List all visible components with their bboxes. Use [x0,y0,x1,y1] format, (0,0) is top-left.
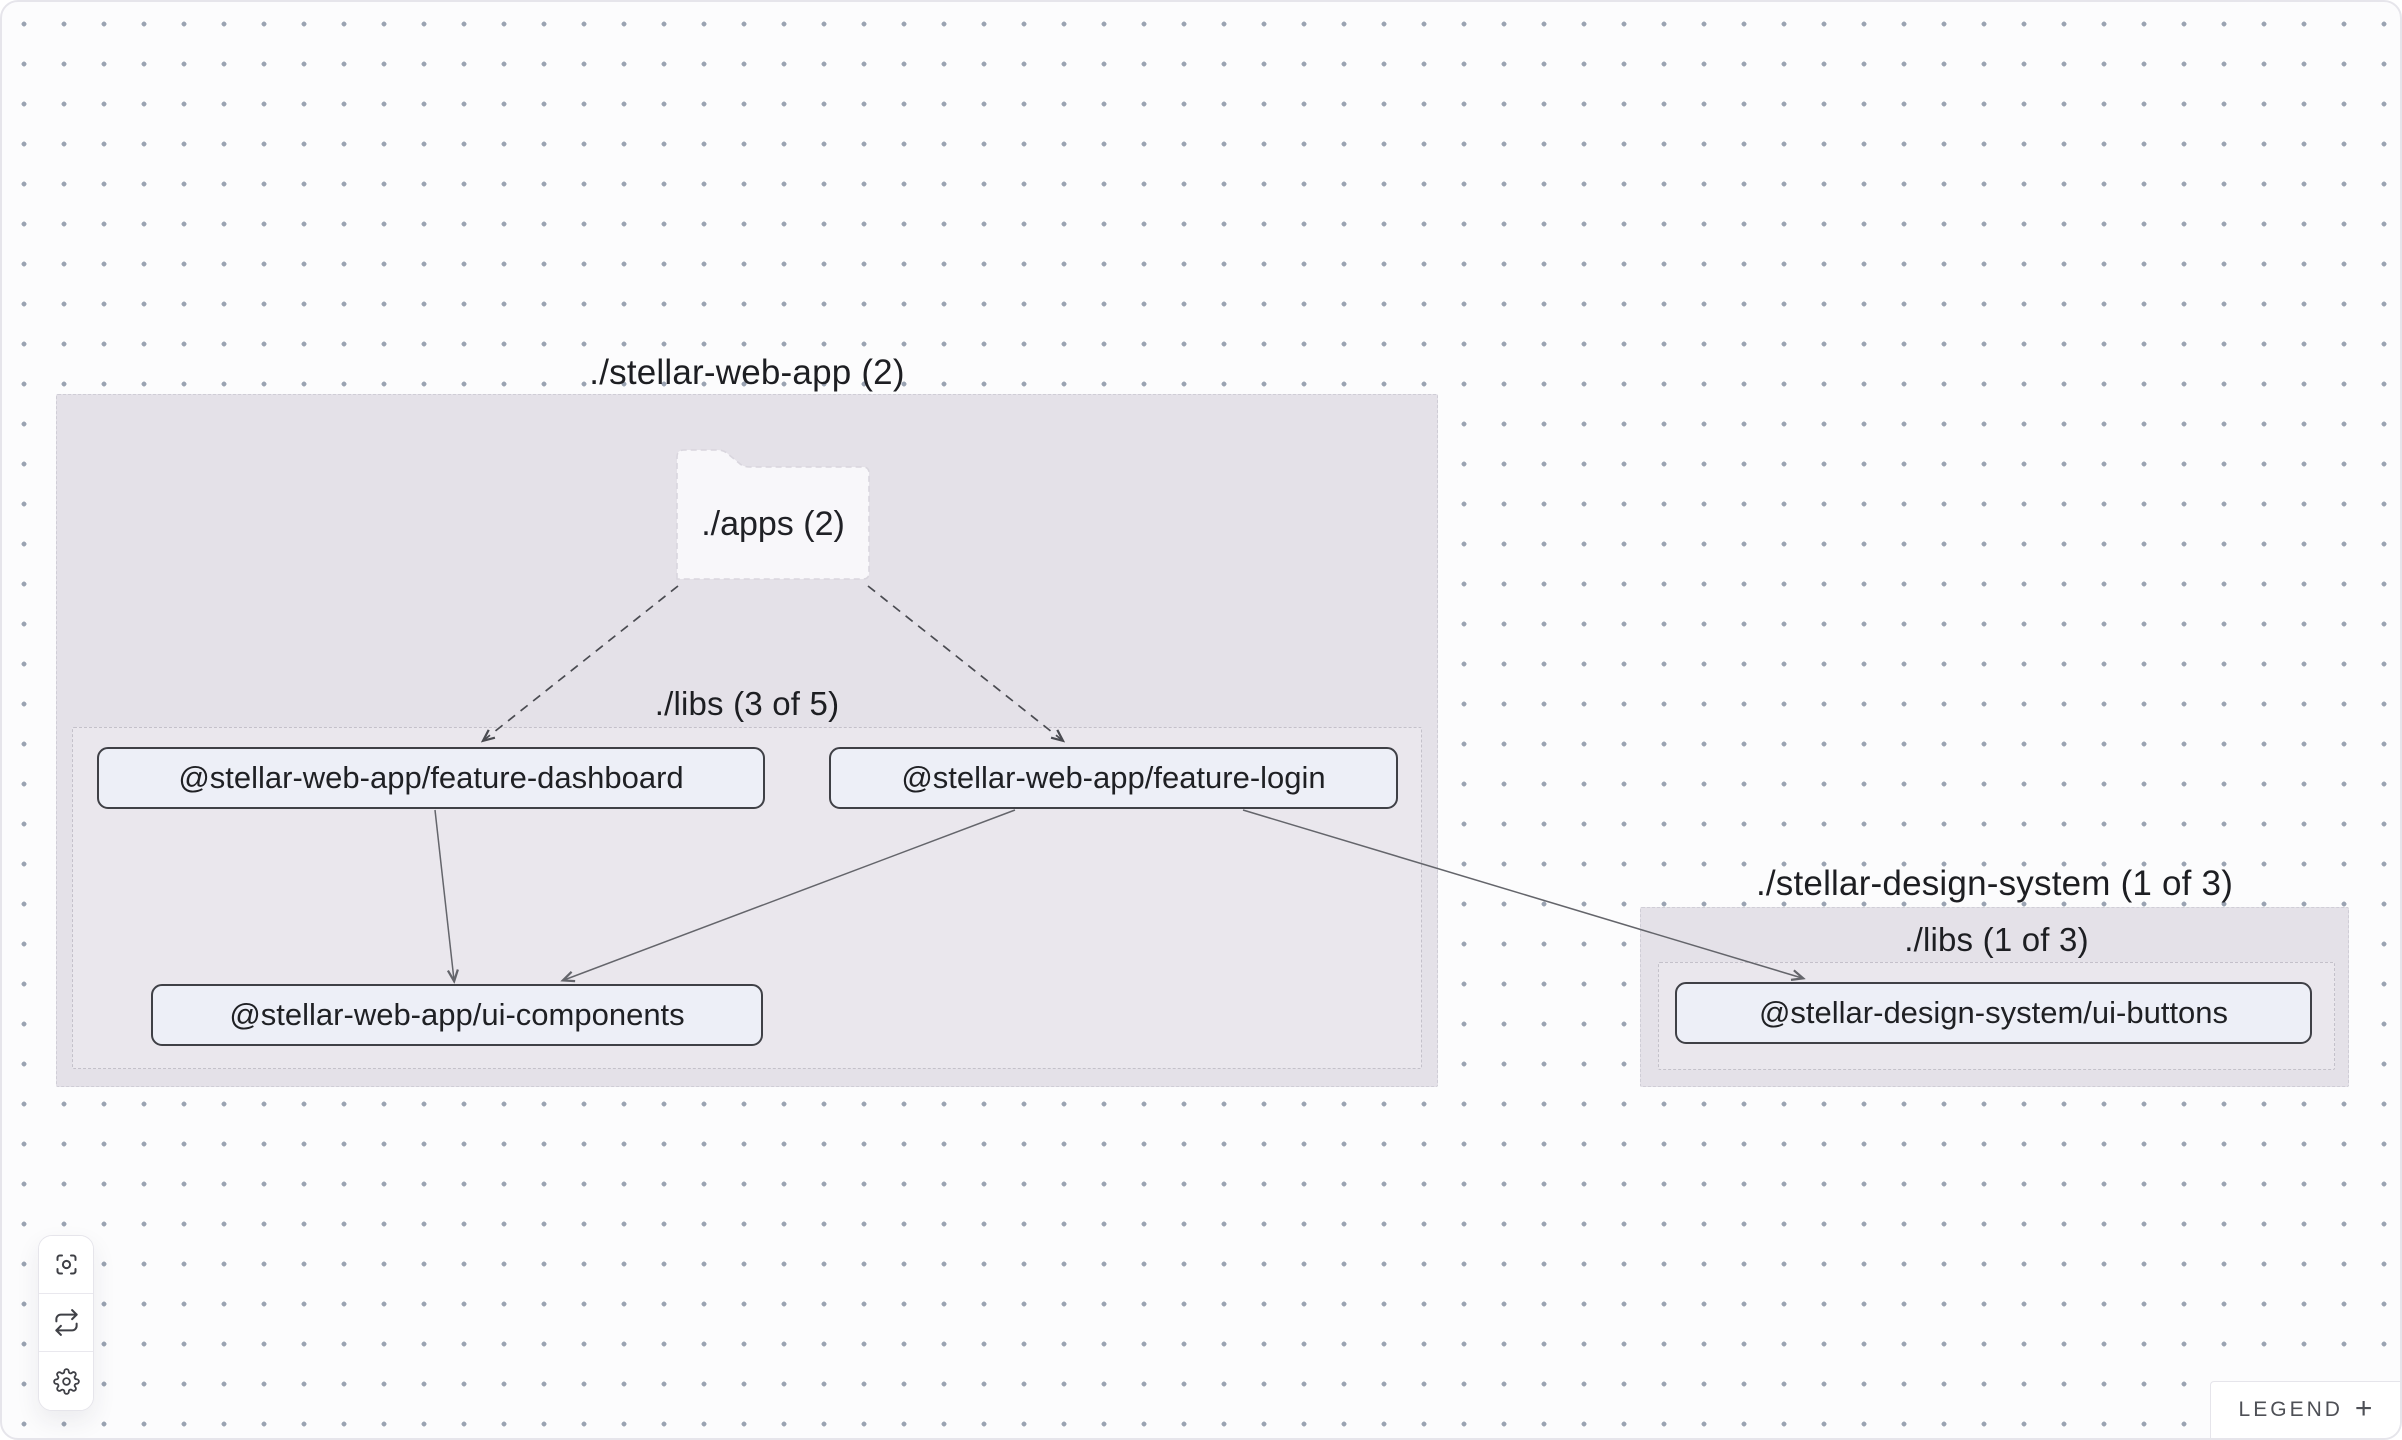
node-ui-components[interactable]: @stellar-web-app/ui-components [151,984,763,1046]
settings-button[interactable] [39,1352,93,1410]
group-title-stellar-design-system: ./stellar-design-system (1 of 3) [1755,864,2234,903]
refresh-graph-button[interactable] [39,1294,93,1352]
plus-icon: + [2354,1391,2373,1425]
legend-toggle-button[interactable]: LEGEND + [2210,1381,2400,1438]
folder-icon [676,449,870,580]
subgroup-title-stellar-design-system-libs: ./libs (1 of 3) [1904,921,2089,958]
group-title-stellar-web-app: ./stellar-web-app (2) [589,353,905,392]
refresh-icon [54,1309,78,1336]
center-graph-button[interactable] [39,1236,93,1294]
folder-node-label: ./apps (2) [701,505,845,543]
folder-node-apps[interactable]: ./apps (2) [671,434,875,585]
gear-icon [52,1367,80,1395]
node-ui-buttons[interactable]: @stellar-design-system/ui-buttons [1675,982,2312,1044]
graph-controls [38,1235,94,1411]
focus-icon [55,1254,77,1275]
legend-label: LEGEND [2238,1398,2343,1421]
subgroup-title-stellar-web-app-libs: ./libs (3 of 5) [654,685,840,722]
node-feature-dashboard[interactable]: @stellar-web-app/feature-dashboard [97,747,765,809]
node-feature-login[interactable]: @stellar-web-app/feature-login [829,747,1398,809]
